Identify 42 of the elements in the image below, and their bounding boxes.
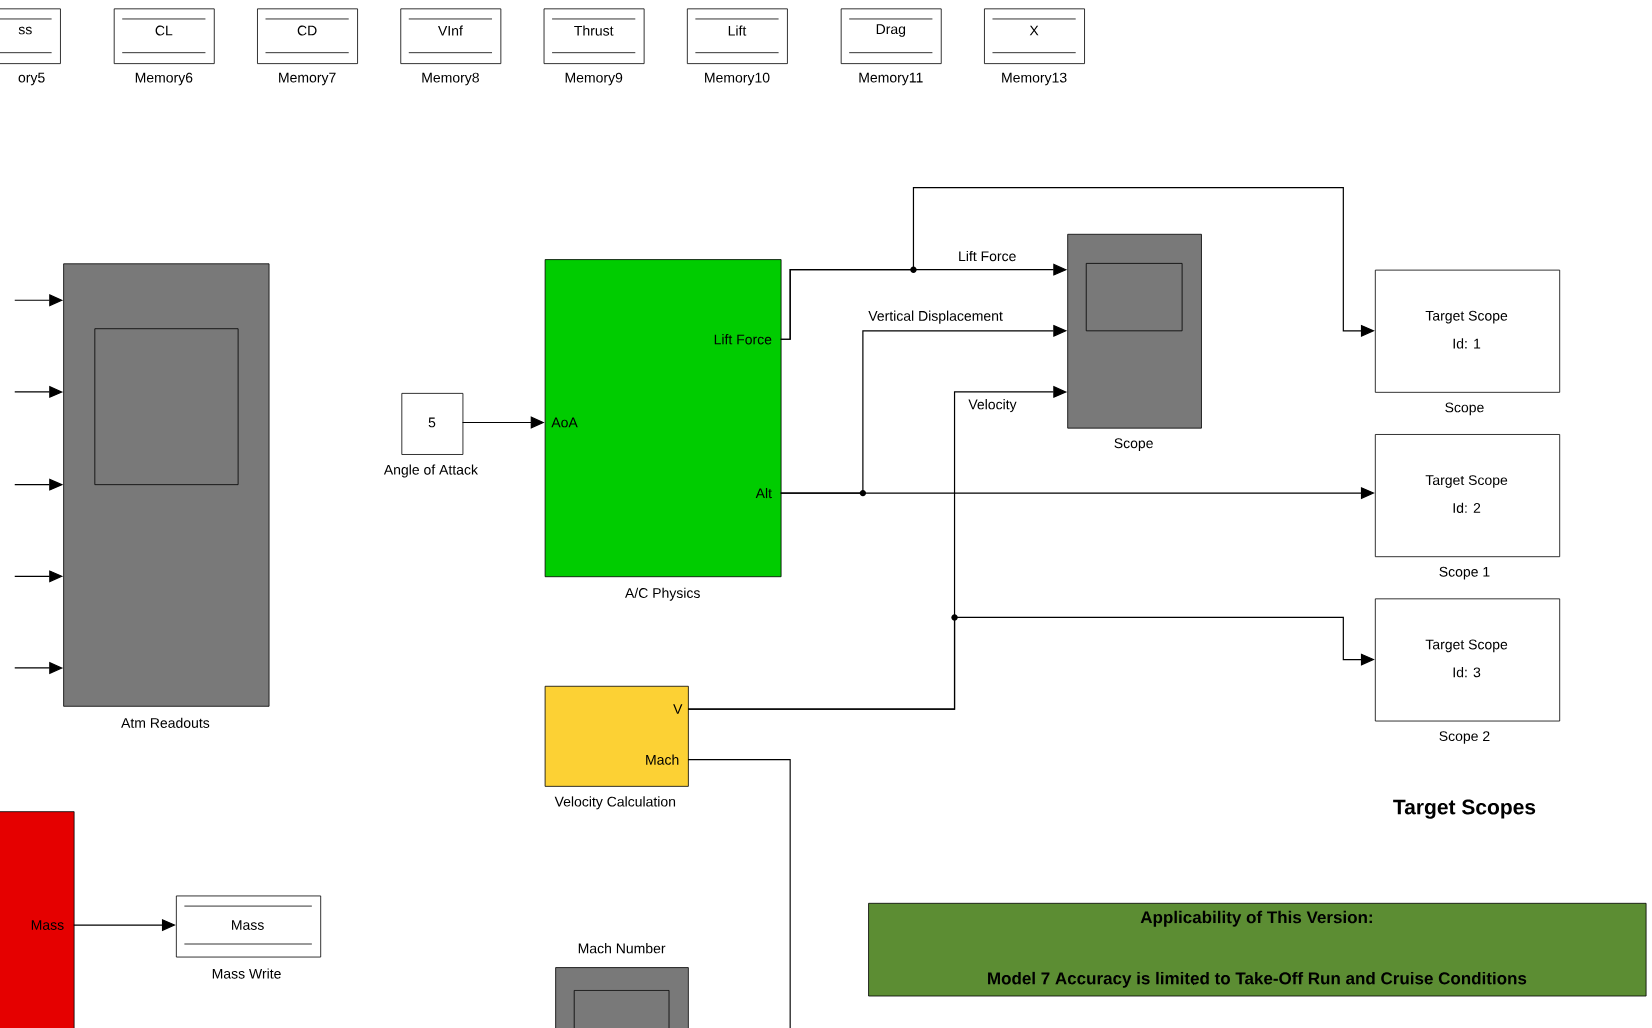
target-scope-block: Target Scope Id: 3 Scope 2 (1374, 598, 1561, 744)
memory-block: Lift Memory10 (686, 8, 788, 86)
edge-label: Velocity (966, 396, 1019, 414)
node-label: Memory8 (422, 72, 479, 86)
node-label: Memory7 (279, 72, 336, 86)
memory-block: Mass Mass Write (175, 895, 322, 979)
edge-label: Lift Force (956, 248, 1019, 263)
constant-block: 5 Angle of Attack (383, 392, 478, 478)
scope-block: Mach Number (555, 942, 689, 1028)
node-label: Mach Number (578, 942, 666, 954)
node-label: Scope (1445, 402, 1484, 415)
node-label: Scope 1 (1439, 566, 1490, 580)
memory-block: Thrust Memory9 (543, 8, 645, 86)
node-label: Scope (1114, 438, 1153, 451)
target-scope-block: Target Scope Id: 1 Scope (1374, 269, 1561, 415)
memory-block: CL Memory6 (113, 8, 215, 86)
node-label: Memory13 (1002, 72, 1067, 86)
subsystem-block: AoA Lift Force Alt A/C Physics (544, 259, 782, 601)
memory-block: X Memory13 (984, 8, 1085, 86)
scope-block: Scope (1067, 233, 1202, 451)
node-label: Memory11 (859, 72, 923, 86)
node-label: Memory6 (135, 72, 193, 86)
edge-label: Vertical Displacement (866, 308, 1005, 326)
note-banner: Applicability of This Version: Model 7 Accuracy is limited to Take-Off Run and Cruise Conditions (868, 902, 1647, 997)
memory-block: VInf Memory8 (400, 8, 502, 86)
subsystem-block: Mass (0, 811, 75, 1028)
memory-block: ss ory5 (0, 8, 61, 86)
node-label: Scope 2 (1439, 731, 1490, 744)
subsystem-block: V Mach Velocity Calculation (544, 685, 689, 810)
node-label: ory5 (18, 72, 45, 86)
memory-block: CD Memory7 (257, 8, 358, 86)
node-label: Memory10 (705, 72, 770, 86)
scope-block: Atm Readouts (63, 263, 270, 728)
node-label: Mass Write (212, 968, 281, 979)
target-scope-block: Target Scope Id: 2 Scope 1 (1374, 433, 1561, 580)
node-label: Angle of Attack (383, 464, 479, 478)
node-label: Atm Readouts (121, 717, 210, 728)
title-text: Target Scopes (1393, 799, 1536, 819)
node-label: Memory9 (565, 72, 623, 86)
node-label: A/C Physics (625, 587, 700, 601)
node-label: Velocity Calculation (554, 796, 676, 810)
memory-block: Drag Memory11 (840, 8, 942, 86)
